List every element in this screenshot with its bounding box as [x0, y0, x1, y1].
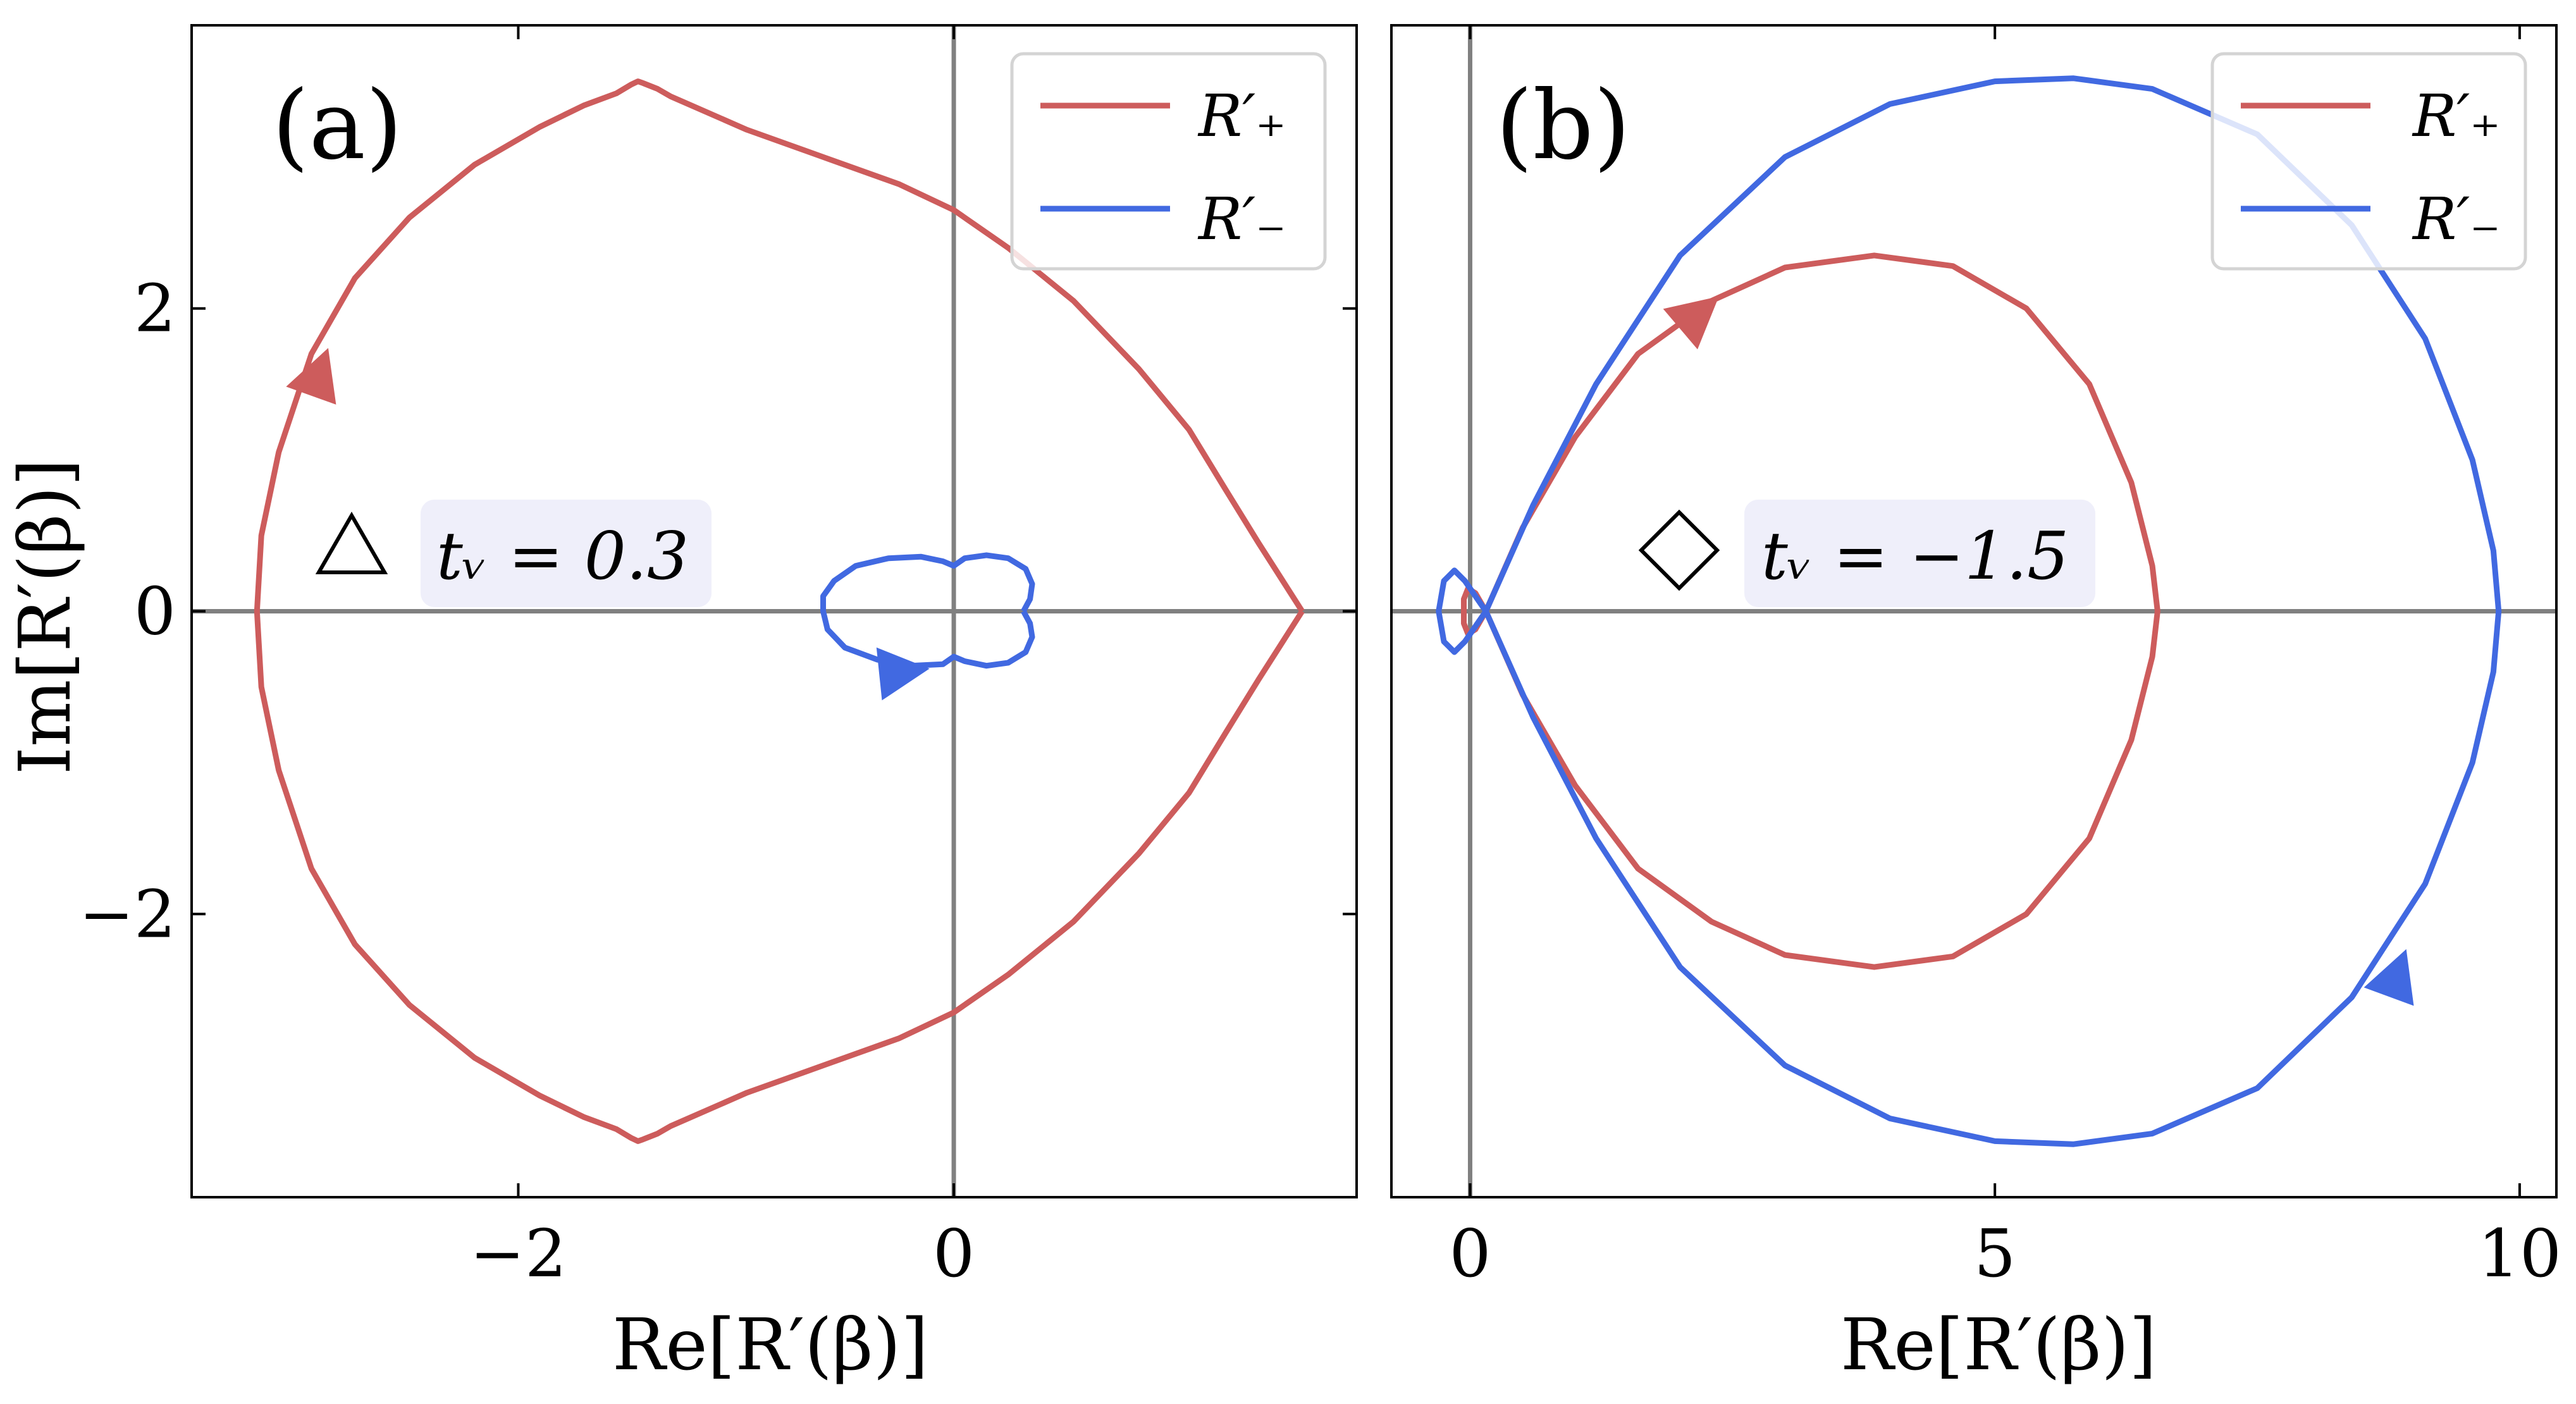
x-tick-label: 10	[2478, 1215, 2561, 1292]
x-tick-label: 5	[1974, 1215, 2016, 1292]
parameter-label: tᵥ = −1.5	[1761, 517, 2069, 594]
legend-label-r-minus: R′₋	[1197, 185, 1286, 253]
x-tick-label: 0	[1449, 1215, 1491, 1292]
parameter-box	[1744, 500, 2095, 607]
direction-arrow-r-minus	[876, 647, 930, 701]
x-axis-label: Re[R′(β)]	[612, 1304, 928, 1386]
series-curve-r-minus	[1436, 75, 2502, 1147]
legend-label-r-plus: R′₊	[1197, 82, 1286, 150]
direction-arrow-r-minus	[2363, 949, 2414, 1006]
x-tick-label: −2	[470, 1215, 567, 1292]
y-tick-label: 0	[134, 573, 176, 650]
triangle-marker-icon	[315, 512, 388, 574]
y-axis-label: Im[R′(β)]	[4, 459, 87, 775]
series-curve-r-plus	[254, 78, 1305, 1144]
x-axis-label: Re[R′(β)]	[1840, 1304, 2157, 1386]
parameter-box	[421, 500, 712, 607]
panel-b: 0 5 10 Re[R′(β)] (b) tᵥ = −1.5 R′₊ R′₋	[1390, 24, 2561, 1386]
legend-label-r-minus: R′₋	[2412, 185, 2501, 253]
plot-body: 0 5 10	[1390, 24, 2561, 1292]
panel-label: (b)	[1496, 71, 1630, 181]
x-tick-label: 0	[933, 1215, 975, 1292]
series-curve-r-minus	[820, 552, 1035, 669]
plot-body: −2 0 −2 0 2	[79, 24, 1358, 1292]
direction-arrow-r-plus	[1663, 296, 1719, 350]
diamond-marker-icon	[1638, 509, 1720, 591]
panel-a: −2 0 −2 0 2 Im[R′(β)] Re[R′(β)] (a) tᵥ = 0.3…	[4, 24, 1358, 1386]
y-tick-label: −2	[79, 875, 176, 952]
axes-frame	[1390, 24, 2558, 1198]
panel-label: (a)	[272, 71, 402, 181]
y-tick-label: 2	[134, 270, 176, 347]
direction-arrow-r-plus	[286, 348, 336, 405]
parameter-label: tᵥ = 0.3	[436, 517, 689, 594]
legend-label-r-plus: R′₊	[2412, 82, 2501, 150]
